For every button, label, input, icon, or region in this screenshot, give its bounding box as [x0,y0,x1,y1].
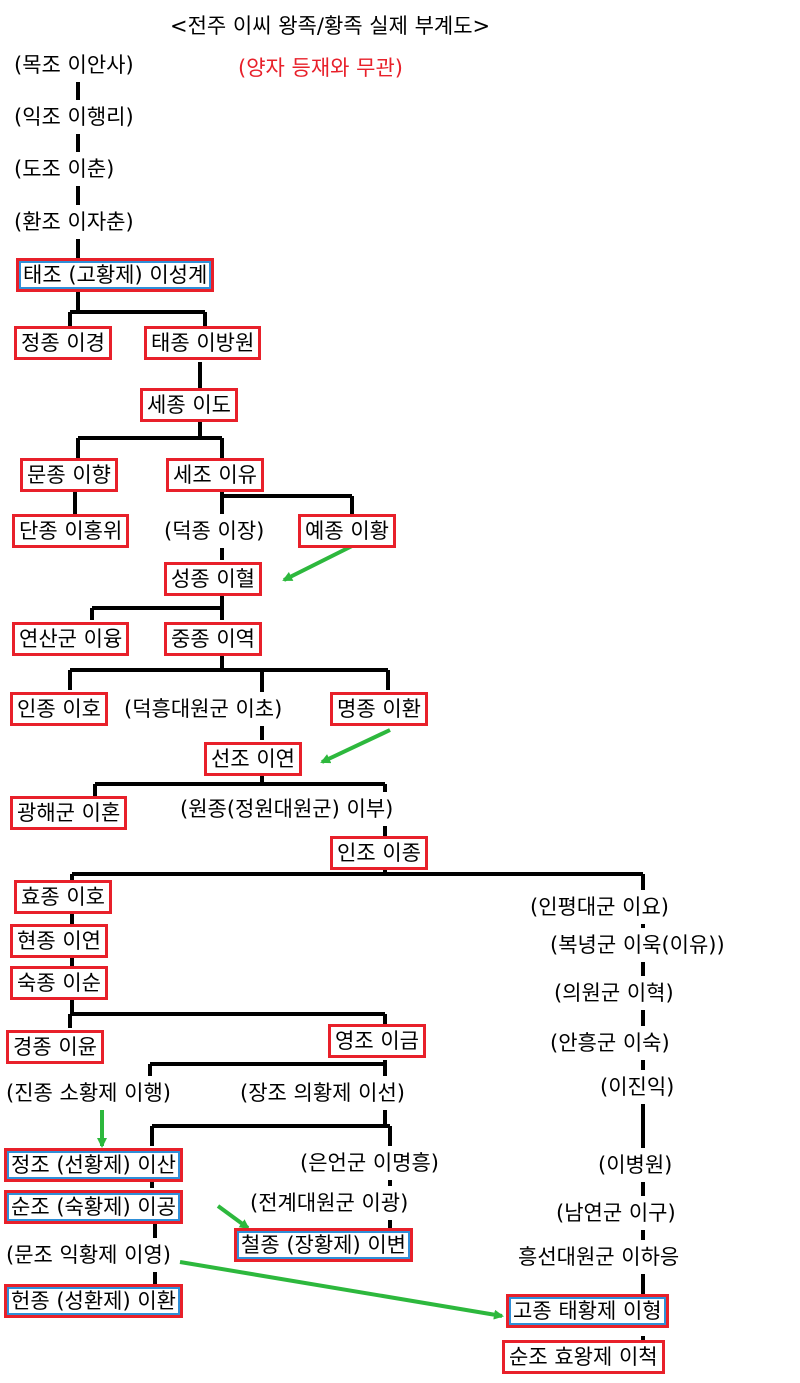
node-euneongun: (은언군 이명흥) [296,1146,443,1180]
node-seongjong: 성종 이혈 [164,562,262,596]
node-gwanghaegun: 광해군 이혼 [10,796,128,830]
node-heonjong: 헌종 (성환제) 이환 [4,1284,183,1318]
node-sunjo: 순조 (숙황제) 이공 [4,1190,183,1224]
node-jeongye: (전계대원군 이광) [246,1186,413,1220]
node-yeonsangun: 연산군 이융 [12,622,130,656]
node-sukjong: 숙종 이순 [10,966,108,1000]
node-cheoljong: 철종 (장황제) 이변 [234,1228,413,1262]
node-taejong: 태종 이방원 [144,326,262,360]
node-danjong: 단종 이홍위 [12,514,130,548]
node-gyeongjong: 경종 이윤 [6,1030,104,1064]
node-dojo: (도조 이춘) [10,152,119,186]
node-yeongjo: 영조 이금 [328,1024,426,1058]
node-deokheung: (덕흥대원군 이초) [120,692,287,726]
node-anheung: (안흥군 이숙) [546,1026,674,1060]
node-deokjong: (덕종 이장) [160,514,269,548]
node-ikjo: (익조 이행리) [10,100,138,134]
node-sejo: 세조 이유 [166,458,264,492]
node-hyeonjong: 현종 이연 [10,924,108,958]
node-hyojong: 효종 이호 [14,880,112,914]
node-jinik: (이진익) [596,1070,679,1104]
node-sejong: 세종 이도 [140,388,238,422]
node-hwanjo: (환조 이자춘) [10,205,138,239]
node-heungseon: 흥선대원군 이하응 [514,1240,684,1274]
node-jinjong: (진종 소황제 이행) [2,1076,175,1110]
node-seonjo: 선조 이연 [204,742,302,776]
diagram-title: <전주 이씨 왕족/황족 실제 부계도> [170,14,491,38]
node-sunjong: 순조 효왕제 이척 [502,1340,665,1374]
node-myeongjong: 명종 이환 [330,692,428,726]
node-inpyeong: (인평대군 이요) [526,890,673,924]
node-munjong: 문종 이향 [20,458,118,492]
node-mokjo: (목조 이안사) [10,48,138,82]
node-injo: 인조 이종 [330,836,428,870]
node-boknyeong: (복녕군 이욱(이유)) [546,928,729,962]
node-yejong: 예종 이황 [298,514,396,548]
node-injong: 인종 이호 [10,692,108,726]
node-gojong: 고종 태황제 이형 [506,1294,669,1328]
node-byeongwon: (이병원) [594,1148,677,1182]
node-jeongjo: 정조 (선황제) 이산 [4,1148,183,1182]
node-taejo: 태조 (고황제) 이성계 [16,258,215,292]
node-jangjo: (장조 의황제 이선) [236,1076,409,1110]
node-jungjong: 중종 이역 [164,622,262,656]
node-jeongjong: 정종 이경 [14,326,112,360]
note-text: (양자 등재와 무관) [238,56,403,80]
node-munjo: (문조 익황제 이영) [2,1238,175,1272]
node-uiwon: (의원군 이혁) [550,976,678,1010]
node-namyeon: (남연군 이구) [552,1196,680,1230]
node-wonjong: (원종(정원대원군) 이부) [176,792,398,826]
